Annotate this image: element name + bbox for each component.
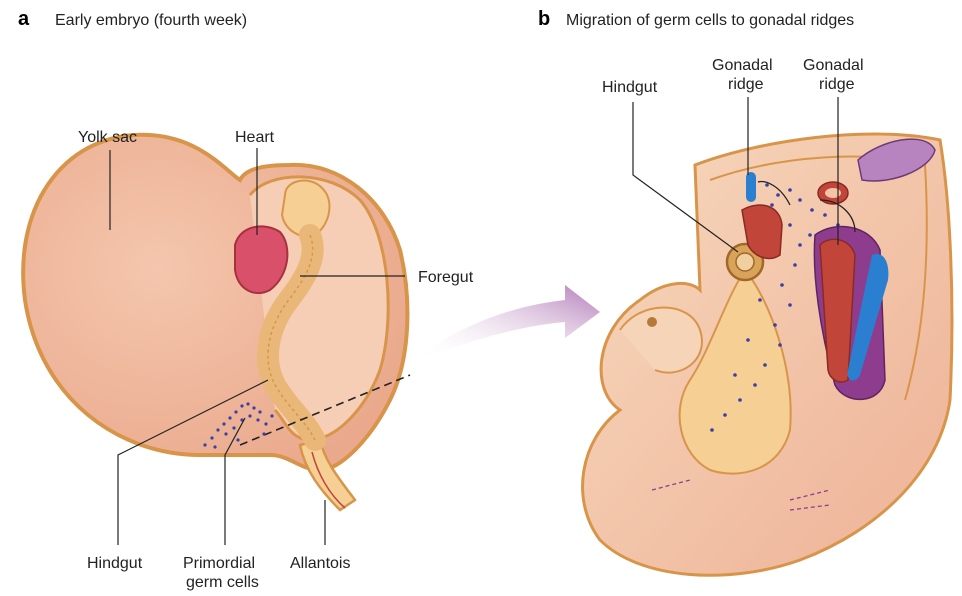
panel-b-title: Migration of germ cells to gonadal ridge…: [566, 12, 854, 29]
germ-cell: [780, 283, 784, 287]
germ-cell: [213, 445, 216, 448]
germ-cell: [252, 406, 255, 409]
germ-cell: [788, 303, 792, 307]
germ-cell: [823, 213, 827, 217]
migration-arrow: [420, 285, 600, 360]
label-hindgut-a: Hindgut: [87, 555, 143, 572]
germ-cell: [258, 410, 261, 413]
label-allantois: Allantois: [290, 555, 350, 572]
germ-cell: [710, 428, 714, 432]
germ-cell: [228, 416, 231, 419]
panel-a-title: Early embryo (fourth week): [55, 12, 247, 29]
germ-cell: [770, 203, 774, 207]
germ-cell: [248, 414, 251, 417]
germ-cell: [733, 373, 737, 377]
germ-cell: [788, 188, 792, 192]
germ-cell: [262, 432, 265, 435]
germ-cell: [264, 422, 267, 425]
germ-cell: [776, 193, 780, 197]
label-gonadal-right-1: Gonadal: [803, 57, 864, 74]
germ-cell: [810, 208, 814, 212]
germ-cell: [246, 402, 249, 405]
germ-cell: [224, 432, 227, 435]
blue-vessel-left: [746, 172, 756, 202]
germ-cell: [210, 436, 213, 439]
label-heart: Heart: [235, 129, 275, 146]
germ-cell: [236, 438, 239, 441]
germ-cell: [723, 413, 727, 417]
label-yolk-sac: Yolk sac: [78, 129, 137, 146]
germ-cell: [765, 183, 769, 187]
panel-b: b Migration of germ cells to gonadal rid…: [538, 8, 952, 575]
germ-cell: [793, 263, 797, 267]
label-foregut: Foregut: [418, 269, 474, 286]
germ-cell: [763, 363, 767, 367]
germ-cell: [232, 426, 235, 429]
hindgut-lumen: [736, 253, 754, 271]
germ-cell: [746, 338, 750, 342]
label-gonadal-right-2: ridge: [819, 76, 855, 93]
label-hindgut-b: Hindgut: [602, 79, 658, 96]
label-gonadal-left-2: ridge: [728, 76, 764, 93]
germ-cell: [758, 298, 762, 302]
panel-a-letter: a: [18, 8, 30, 30]
germ-cell: [222, 422, 225, 425]
germ-cell: [738, 398, 742, 402]
germ-cell: [778, 343, 782, 347]
germ-cell: [808, 233, 812, 237]
label-primordial-line2: germ cells: [186, 574, 259, 591]
label-primordial-line1: Primordial: [183, 555, 255, 572]
germ-cell: [216, 428, 219, 431]
germ-cell: [240, 404, 243, 407]
germ-cell: [788, 223, 792, 227]
germ-cell: [270, 414, 273, 417]
label-gonadal-left-1: Gonadal: [712, 57, 773, 74]
germ-cell: [753, 383, 757, 387]
germ-cell: [798, 243, 802, 247]
germ-cell: [203, 443, 206, 446]
loop-lumen: [647, 317, 657, 327]
germ-cell: [798, 198, 802, 202]
germ-cell: [234, 410, 237, 413]
panel-a: a Early embryo (fourth week): [18, 8, 474, 591]
germ-cell: [256, 418, 259, 421]
panel-b-letter: b: [538, 8, 550, 30]
germ-cell: [773, 323, 777, 327]
